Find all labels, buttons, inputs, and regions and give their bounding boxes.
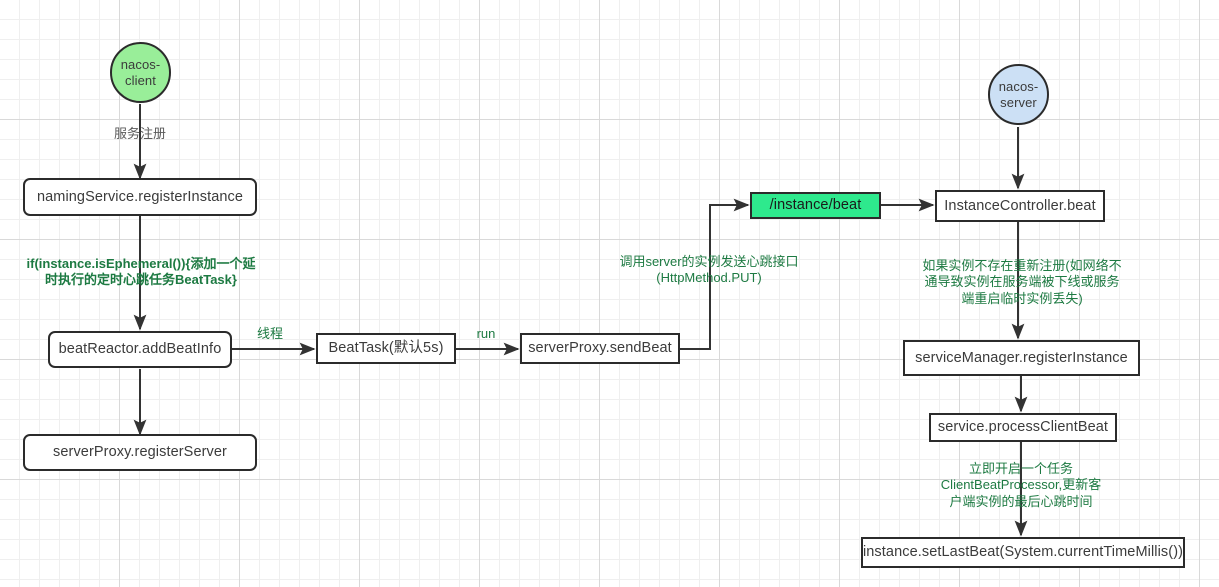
- edge-label-thread: 线程: [256, 326, 283, 341]
- edge-label-run: run: [476, 326, 496, 341]
- node-beat-reactor-add-beat-info[interactable]: beatReactor.addBeatInfo: [48, 331, 232, 368]
- node-nacos-server-label: nacos- server: [998, 78, 1039, 110]
- node-service-process-client-beat-label: service.processClientBeat: [937, 419, 1109, 436]
- node-service-manager-register-instance[interactable]: serviceManager.registerInstance: [903, 340, 1140, 376]
- node-nacos-client-label: nacos- client: [120, 56, 161, 88]
- node-instance-beat-endpoint-label: /instance/beat: [769, 197, 862, 214]
- edge-label-service-register: 服务注册: [113, 126, 166, 141]
- node-server-proxy-send-beat-label: serverProxy.sendBeat: [528, 340, 672, 357]
- edge-label-client-beat-processor: 立即开启一个任务 ClientBeatProcessor,更新客 户端实例的最后…: [940, 461, 1102, 509]
- node-instance-set-last-beat-label: instance.setLastBeat(System.currentTimeM…: [862, 544, 1184, 561]
- node-naming-service-register-instance[interactable]: namingService.registerInstance: [23, 178, 257, 216]
- node-naming-service-register-instance-label: namingService.registerInstance: [36, 188, 244, 205]
- edge-label-send-beat-api: 调用server的实例发送心跳接口 (HttpMethod.PUT): [619, 254, 799, 286]
- edge-label-reregister-if-absent: 如果实例不存在重新注册(如网络不 通导致实例在服务端被下线或服务 端重启临时实例…: [922, 258, 1122, 306]
- node-service-manager-register-instance-label: serviceManager.registerInstance: [915, 349, 1128, 366]
- node-server-proxy-register-server-label: serverProxy.registerServer: [53, 444, 227, 461]
- node-server-proxy-send-beat[interactable]: serverProxy.sendBeat: [520, 333, 680, 364]
- edge-label-is-ephemeral-condition: if(instance.isEphemeral()){添加一个延 时执行的定时心…: [26, 256, 256, 288]
- node-instance-controller-beat[interactable]: InstanceController.beat: [935, 190, 1105, 222]
- node-instance-set-last-beat[interactable]: instance.setLastBeat(System.currentTimeM…: [861, 537, 1185, 568]
- node-beat-task-label: BeatTask(默认5s): [328, 340, 444, 357]
- node-nacos-server[interactable]: nacos- server: [988, 64, 1049, 125]
- node-server-proxy-register-server[interactable]: serverProxy.registerServer: [23, 434, 257, 471]
- node-beat-reactor-add-beat-info-label: beatReactor.addBeatInfo: [58, 341, 222, 358]
- node-service-process-client-beat[interactable]: service.processClientBeat: [929, 413, 1117, 442]
- node-beat-task[interactable]: BeatTask(默认5s): [316, 333, 456, 364]
- node-instance-beat-endpoint[interactable]: /instance/beat: [750, 192, 881, 219]
- node-instance-controller-beat-label: InstanceController.beat: [944, 197, 1096, 214]
- node-nacos-client[interactable]: nacos- client: [110, 42, 171, 103]
